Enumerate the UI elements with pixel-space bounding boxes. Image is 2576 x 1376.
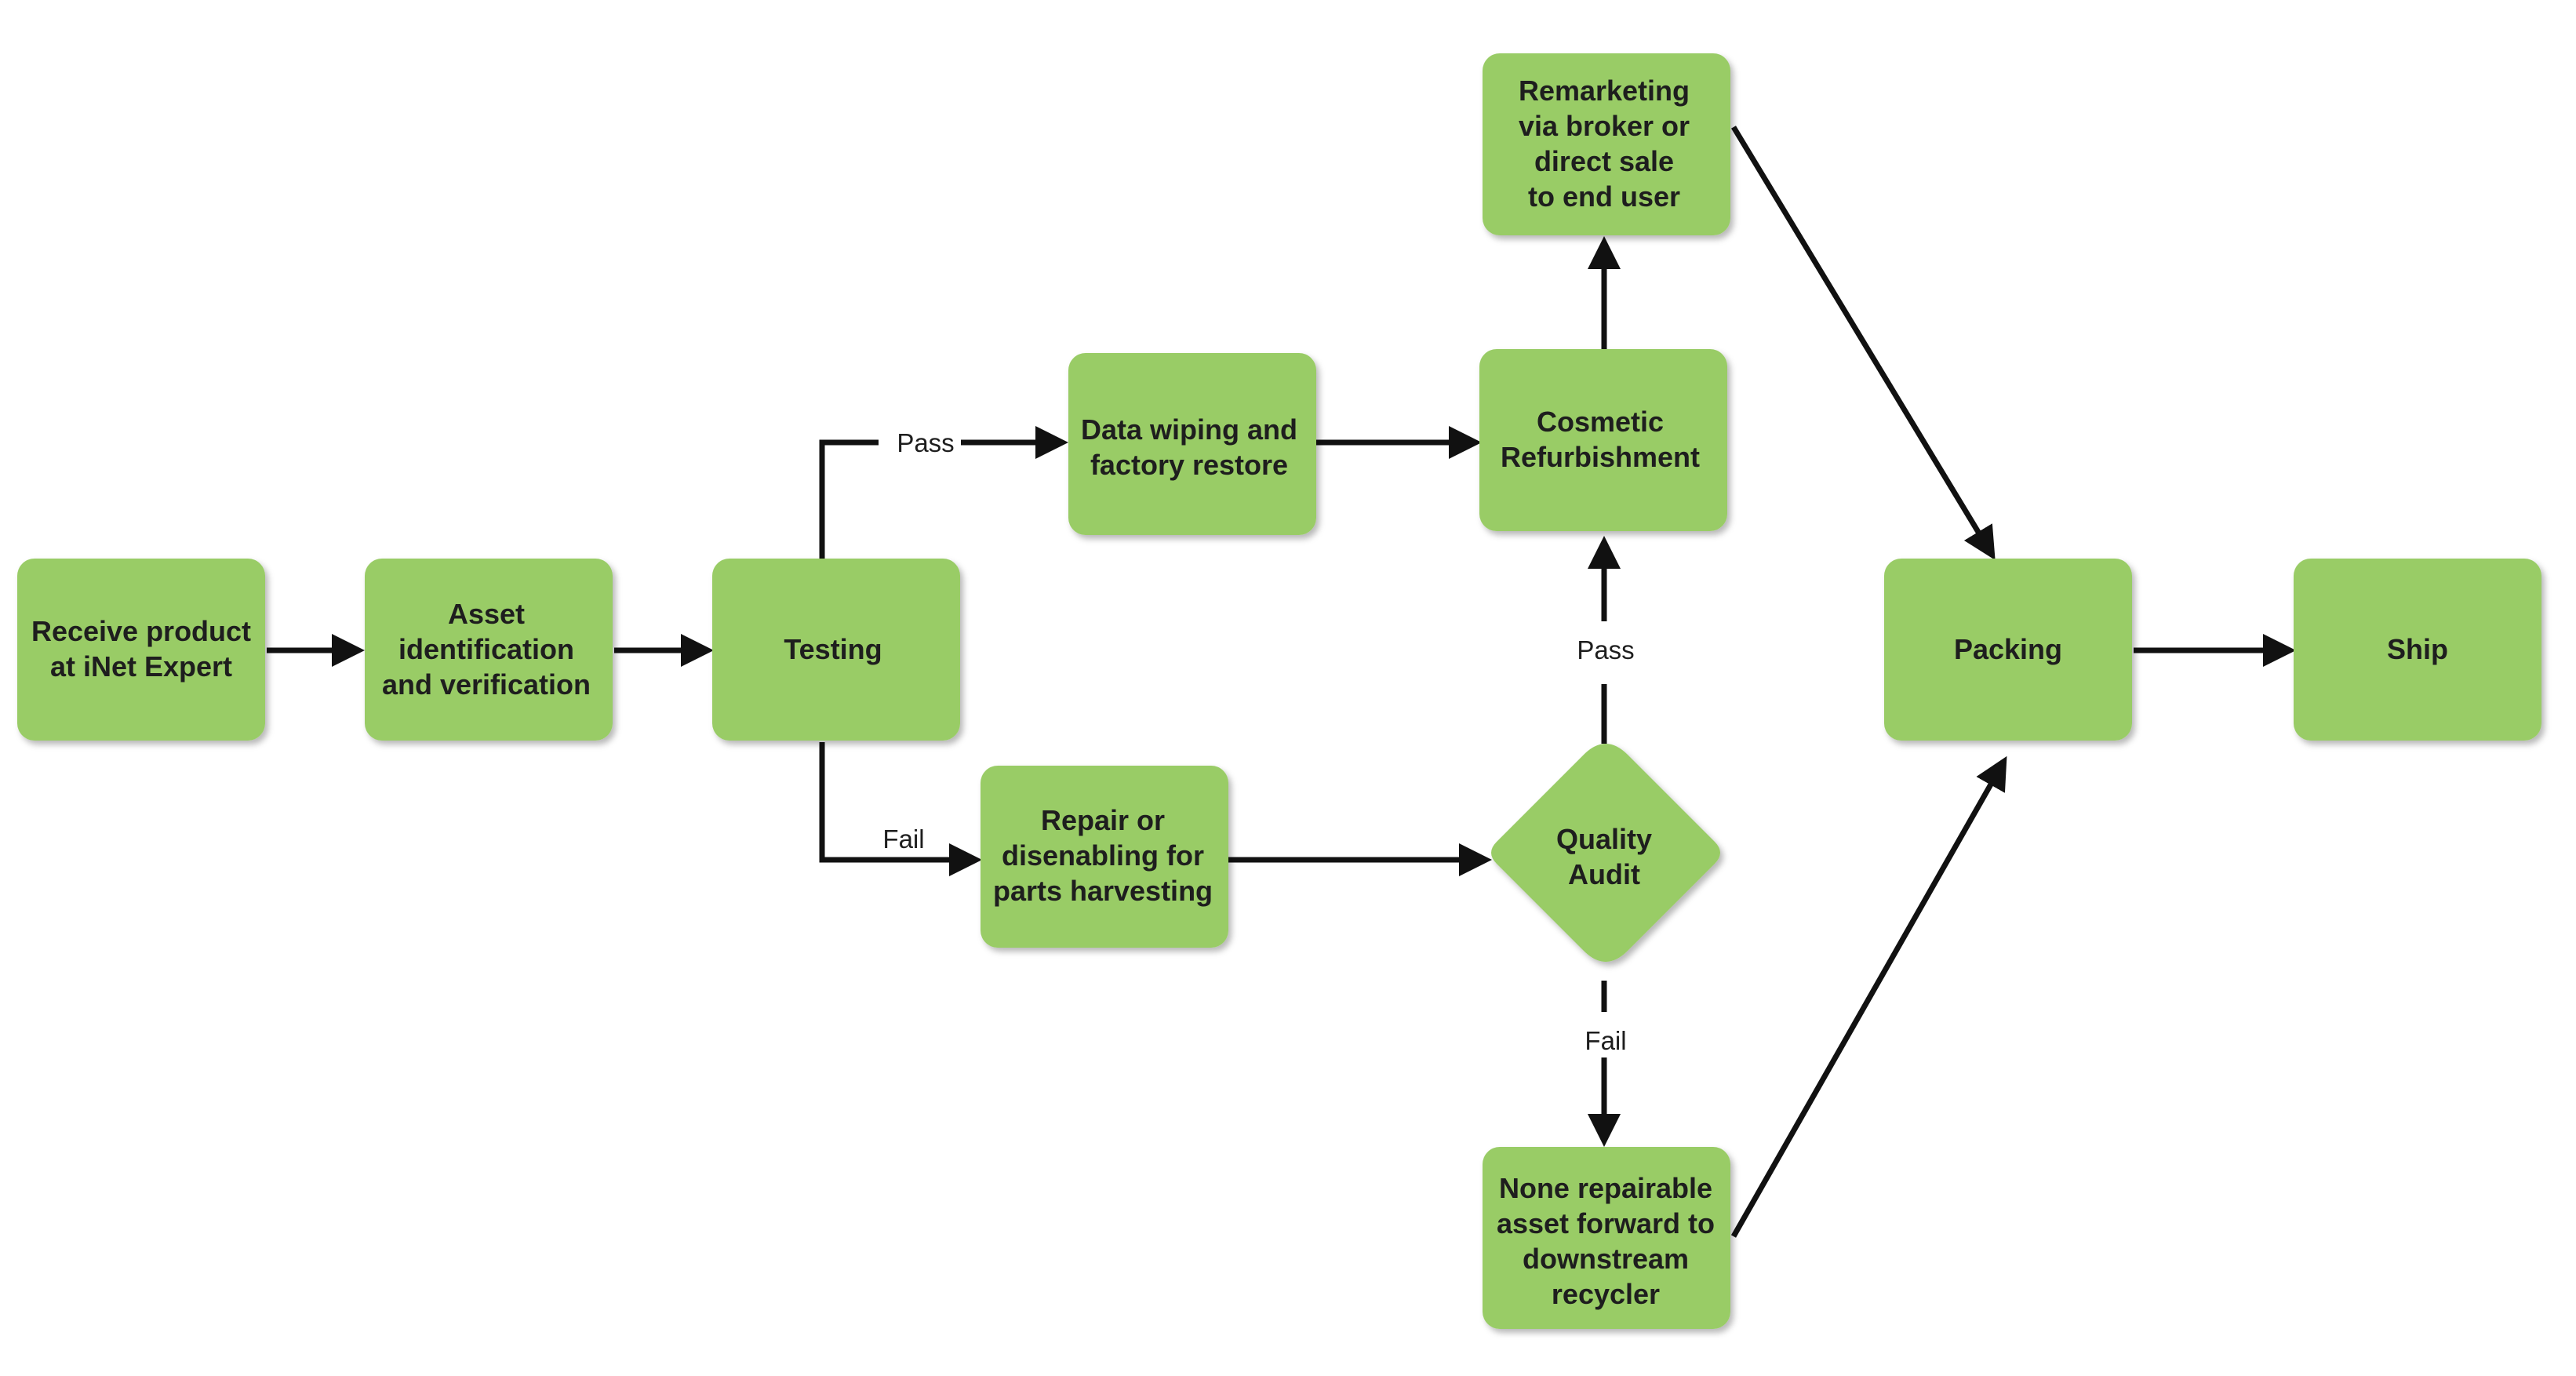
node-audit-line-2: Audit xyxy=(1568,858,1640,890)
node-nonrepair-line-1: None repairable xyxy=(1499,1172,1712,1204)
node-testing-line-1: Testing xyxy=(784,633,882,665)
edge-label-audit-pass: Pass xyxy=(1577,635,1634,664)
node-repair-line-2: disenabling for xyxy=(1002,839,1204,872)
node-asset-line-3: and verification xyxy=(382,668,591,701)
node-repair-line-1: Repair or xyxy=(1041,804,1165,836)
node-receive xyxy=(17,559,265,741)
node-datawipe-label: Data wiping and factory restore xyxy=(1081,413,1297,481)
node-cosmetic-label: Cosmetic Refurbishment xyxy=(1501,406,1700,473)
edge-remarketing-to-packing xyxy=(1731,126,1996,560)
node-packing xyxy=(1884,559,2132,741)
node-ship-line-1: Ship xyxy=(2387,633,2448,665)
node-nonrepair-line-2: asset forward to xyxy=(1497,1207,1715,1239)
node-remarketing-line-4: to end user xyxy=(1528,180,1680,213)
node-receive-label: Receive product at iNet Expert xyxy=(31,615,251,683)
edge-label-testing-fail: Fail xyxy=(882,825,924,854)
node-repair xyxy=(981,766,1228,948)
node-repair-line-3: parts harvesting xyxy=(993,875,1213,907)
edge-testing-to-repair xyxy=(819,742,982,876)
nodes: Receive product at iNet Expert Asset ide… xyxy=(17,53,2541,1329)
node-audit-label: Quality Audit xyxy=(1556,823,1652,890)
node-packing-line-1: Packing xyxy=(1954,633,2062,665)
node-remarketing-line-1: Remarketing xyxy=(1519,75,1690,107)
node-datawipe xyxy=(1068,353,1316,535)
node-testing-label: Testing xyxy=(784,633,882,665)
node-remarketing-line-2: via broker or xyxy=(1519,110,1690,142)
node-nonrepair-line-4: recycler xyxy=(1552,1278,1660,1310)
edge-label-audit-fail: Fail xyxy=(1585,1026,1626,1055)
node-datawipe-line-1: Data wiping and xyxy=(1081,413,1297,446)
node-testing xyxy=(712,559,960,741)
node-cosmetic-line-2: Refurbishment xyxy=(1501,441,1700,473)
node-nonrepair-label: None repairable asset forward to downstr… xyxy=(1497,1172,1715,1310)
node-remarketing-label: Remarketing via broker or direct sale to… xyxy=(1519,75,1690,213)
node-audit xyxy=(1491,744,1720,962)
node-asset-line-1: Asset xyxy=(448,598,525,630)
node-asset xyxy=(365,559,613,741)
node-cosmetic-line-1: Cosmetic xyxy=(1537,406,1664,438)
node-ship xyxy=(2294,559,2541,741)
edge-label-testing-pass: Pass xyxy=(897,428,954,457)
node-packing-label: Packing xyxy=(1954,633,2062,665)
node-remarketing xyxy=(1483,53,1730,235)
edge-nonrepair-to-packing xyxy=(1730,755,2007,1238)
node-receive-line-1: Receive product xyxy=(31,615,251,647)
edge-testing-to-datawipe-left xyxy=(819,439,879,559)
node-repair-label: Repair or disenabling for parts harvesti… xyxy=(993,804,1213,907)
node-receive-line-2: at iNet Expert xyxy=(50,650,232,683)
node-audit-line-1: Quality xyxy=(1556,823,1652,855)
node-cosmetic xyxy=(1479,349,1727,531)
edges: Pass Fail Pass Fail xyxy=(267,126,2296,1238)
node-datawipe-line-2: factory restore xyxy=(1090,449,1288,481)
node-asset-line-2: identification xyxy=(398,633,574,665)
node-asset-label: Asset identification and verification xyxy=(382,598,591,701)
node-remarketing-line-3: direct sale xyxy=(1534,145,1674,177)
node-nonrepair-line-3: downstream xyxy=(1523,1243,1689,1275)
node-nonrepair xyxy=(1483,1147,1730,1329)
node-ship-label: Ship xyxy=(2387,633,2448,665)
